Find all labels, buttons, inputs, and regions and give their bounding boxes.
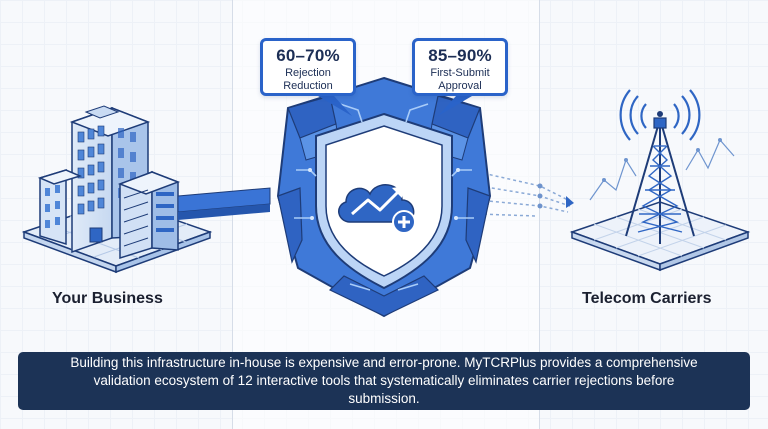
office-building-icon xyxy=(21,105,213,274)
right-label: Telecom Carriers xyxy=(582,290,712,307)
description-banner: Building this infrastructure in-house is… xyxy=(18,352,750,410)
stat-callout-approval: 85–90% First-Submit Approval xyxy=(412,38,508,96)
stat-callout-rejection: 60–70% Rejection Reduction xyxy=(260,38,356,96)
stat-value: 60–70% xyxy=(276,46,340,65)
cell-tower-icon xyxy=(569,89,751,272)
stat-label: Rejection Reduction xyxy=(283,67,333,92)
left-connector xyxy=(177,187,271,220)
left-label: Your Business xyxy=(52,290,163,307)
banner-text: Building this infrastructure in-house is… xyxy=(70,355,698,406)
right-connector xyxy=(477,171,571,217)
stat-value: 85–90% xyxy=(428,46,492,65)
cloud-plus-icon xyxy=(338,184,416,234)
stat-label: First-Submit Approval xyxy=(430,67,490,92)
callout-tails xyxy=(318,96,472,116)
